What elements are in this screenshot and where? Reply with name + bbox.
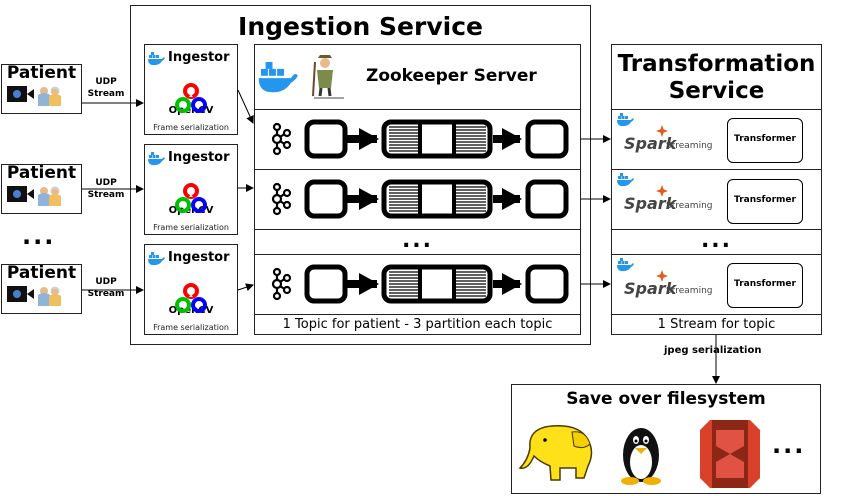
udp-label: UDP bbox=[95, 277, 117, 287]
patient-label: Patient bbox=[6, 163, 77, 183]
streaming-wordmark: Streaming bbox=[666, 286, 713, 296]
ingestor-label: Ingestor bbox=[168, 50, 230, 65]
frame-serialization-caption: Frame serialization bbox=[153, 123, 229, 132]
topic-caption-row: 1 Topic for patient - 3 partition each t… bbox=[254, 314, 581, 335]
kafka-partition-pipeline bbox=[307, 182, 566, 216]
transformer-label: Transformer bbox=[734, 279, 796, 289]
stream-label: Stream bbox=[87, 289, 125, 299]
zookeeper-icon bbox=[312, 55, 344, 99]
docker-icon bbox=[148, 152, 165, 166]
transformer-box: Transformer bbox=[727, 179, 803, 224]
spark-row-2: Spark Streaming Transformer bbox=[611, 169, 822, 230]
transformer-label: Transformer bbox=[734, 195, 796, 205]
spark-star-icon bbox=[656, 125, 668, 137]
udp-stream-label-1: UDP Stream bbox=[84, 76, 128, 100]
spark-wordmark: Spark bbox=[624, 134, 677, 153]
docker-icon bbox=[617, 173, 634, 187]
transformer-label: Transformer bbox=[734, 134, 796, 144]
frame-serialization-caption: Frame serialization bbox=[153, 323, 229, 332]
docker-icon bbox=[148, 52, 165, 66]
stream-caption: 1 Stream for topic bbox=[657, 317, 776, 332]
streaming-wordmark: Streaming bbox=[666, 201, 713, 211]
spark-ellipsis-row: ... bbox=[611, 228, 822, 255]
streaming-wordmark: Streaming bbox=[666, 141, 713, 151]
transformation-title: Transformation Service bbox=[612, 51, 821, 105]
ingestion-title: Ingestion Service bbox=[238, 12, 483, 41]
docker-icon bbox=[617, 258, 634, 272]
spark-star-icon bbox=[656, 270, 668, 282]
ingest-arrow-1 bbox=[237, 89, 254, 124]
stream-label: Stream bbox=[87, 89, 125, 99]
opencv-logo-icon bbox=[175, 83, 207, 113]
kafka-icon bbox=[271, 182, 292, 216]
spark-wordmark: Spark bbox=[624, 194, 677, 213]
patients-ellipsis: ... bbox=[22, 222, 56, 250]
opencv-logo-icon bbox=[175, 283, 207, 313]
opencv-logo-icon bbox=[175, 183, 207, 213]
transformation-title-line1: Transformation bbox=[617, 51, 816, 77]
spark-ellipsis: ... bbox=[700, 228, 733, 253]
udp-stream-label-2: UDP Stream bbox=[84, 177, 128, 201]
kafka-partition-pipeline bbox=[307, 122, 566, 156]
amazon-s3-icon bbox=[700, 420, 760, 488]
udp-label: UDP bbox=[95, 178, 117, 188]
stream-label: Stream bbox=[87, 190, 125, 200]
udp-label: UDP bbox=[95, 77, 117, 87]
docker-icon bbox=[617, 113, 634, 127]
kafka-partition-pipeline bbox=[307, 267, 566, 301]
stream-caption-row: 1 Stream for topic bbox=[611, 314, 822, 335]
docker-icon bbox=[148, 252, 165, 266]
zookeeper-label: Zookeeper Server bbox=[366, 66, 537, 86]
patient-label: Patient bbox=[6, 263, 77, 283]
jpeg-serialization-label: jpeg serialization bbox=[664, 345, 762, 356]
filesystem-ellipsis: ... bbox=[772, 431, 806, 459]
spark-wordmark: Spark bbox=[624, 279, 677, 298]
ingest-arrow-3 bbox=[237, 283, 254, 292]
transformer-box: Transformer bbox=[727, 118, 803, 163]
ingestor-label: Ingestor bbox=[168, 150, 230, 165]
frame-serialization-caption: Frame serialization bbox=[153, 223, 229, 232]
hadoop-elephant-icon bbox=[518, 425, 593, 481]
kafka-ellipsis: ... bbox=[401, 228, 434, 253]
topic-caption: 1 Topic for patient - 3 partition each t… bbox=[282, 317, 553, 332]
patient-camera-icon bbox=[7, 86, 61, 106]
patient-label: Patient bbox=[6, 63, 77, 83]
transformation-title-line2: Service bbox=[668, 78, 765, 104]
filesystem-title: Save over filesystem bbox=[566, 389, 766, 409]
docker-whale-icon bbox=[258, 62, 298, 93]
patient-camera-icon bbox=[7, 186, 61, 206]
transformer-box: Transformer bbox=[727, 263, 803, 308]
opencv-label: OpenCV bbox=[168, 305, 214, 316]
spark-star-icon bbox=[656, 185, 668, 197]
opencv-label: OpenCV bbox=[168, 205, 214, 216]
linux-penguin-icon bbox=[621, 428, 661, 485]
opencv-label: OpenCV bbox=[168, 105, 214, 116]
kafka-icon bbox=[271, 267, 292, 301]
kafka-icon bbox=[271, 122, 292, 156]
ingestor-label: Ingestor bbox=[168, 250, 230, 265]
zookeeper-panel: Zookeeper Server bbox=[254, 44, 581, 110]
patient-camera-icon bbox=[7, 286, 61, 306]
udp-stream-label-3: UDP Stream bbox=[84, 276, 128, 300]
spark-row-1: Spark Streaming Transformer bbox=[611, 109, 822, 170]
